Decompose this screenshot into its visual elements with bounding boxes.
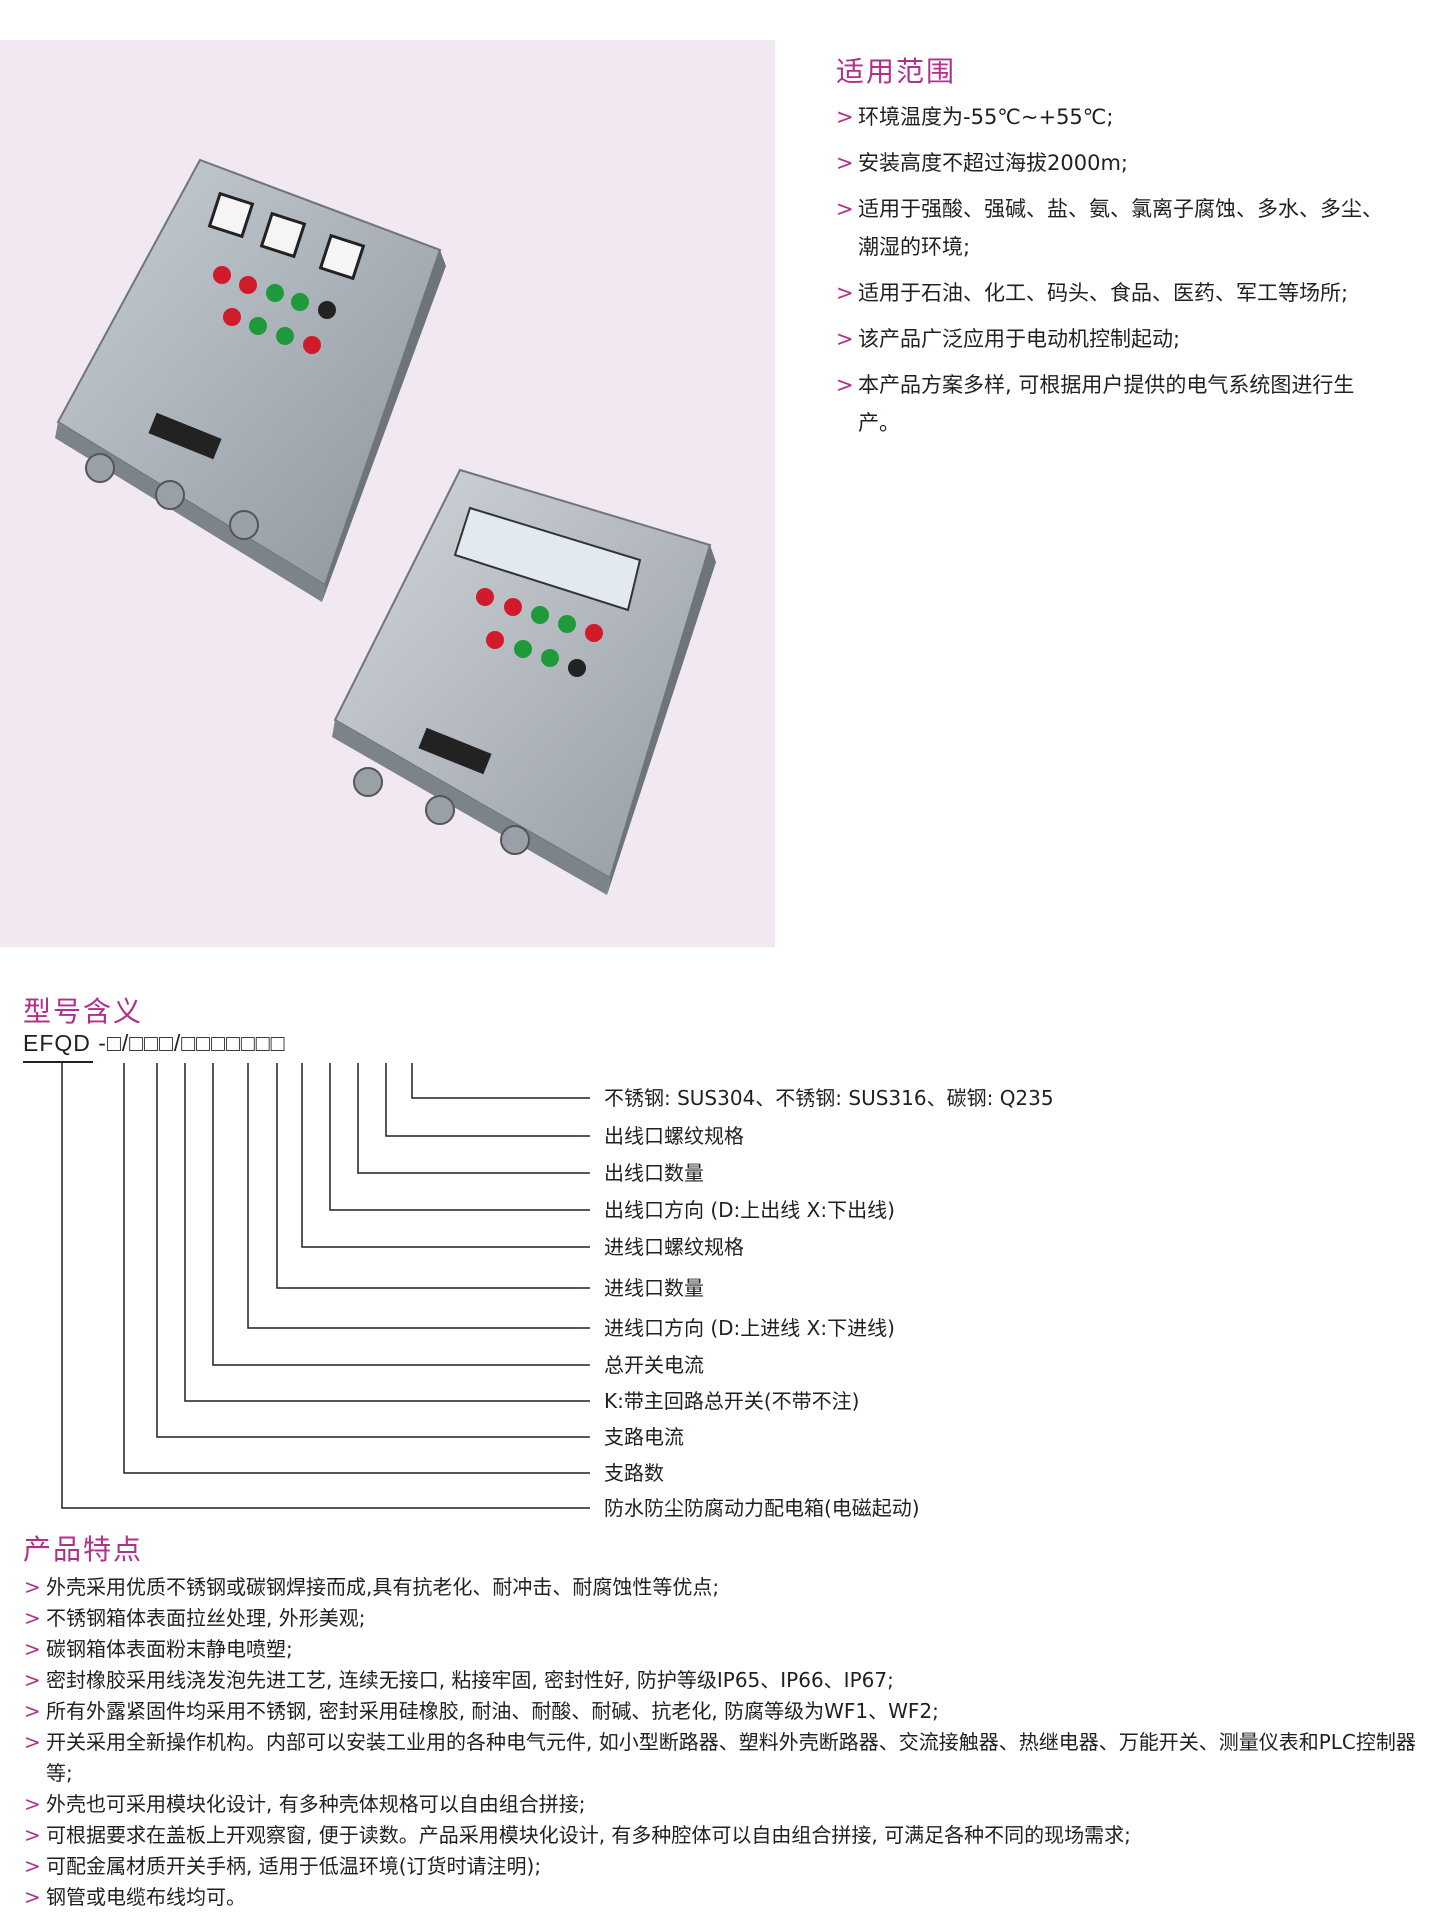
list-item: >适用于强酸、强碱、盐、氨、氯离子腐蚀、多水、多尘、潮湿的环境;	[836, 197, 1383, 259]
legend-outlet-count: 出线口数量	[604, 1161, 704, 1185]
features-title: 产品特点	[23, 1533, 144, 1566]
list-item: >可配金属材质开关手柄, 适用于低温环境(订货时请注明);	[24, 1854, 542, 1878]
model-code-underline	[23, 1061, 93, 1063]
legend-branch-current: 支路电流	[604, 1425, 684, 1449]
list-item: >开关采用全新操作机构。内部可以安装工业用的各种电气元件, 如小型断路器、塑料外…	[24, 1730, 1416, 1785]
legend-outlet-thread: 出线口螺纹规格	[604, 1124, 744, 1148]
legend-branch-count: 支路数	[604, 1461, 664, 1485]
list-item: >碳钢箱体表面粉末静电喷塑;	[24, 1637, 293, 1661]
list-item: >钢管或电缆布线均可。	[24, 1885, 246, 1909]
model-code: EFQD -□/□□□/□□□□□□□	[23, 1030, 286, 1056]
legend-product-name: 防水防尘防腐动力配电箱(电磁起动)	[604, 1496, 920, 1520]
list-item: >可根据要求在盖板上开观察窗, 便于读数。产品采用模块化设计, 有多种腔体可以自…	[24, 1823, 1131, 1847]
list-item: >本产品方案多样, 可根据用户提供的电气系统图进行生产。	[836, 373, 1355, 435]
legend-inlet-direction: 进线口方向 (D:上进线 X:下进线)	[604, 1316, 895, 1340]
list-item: >安装高度不超过海拔2000m;	[836, 151, 1128, 175]
list-item: >所有外露紧固件均采用不锈钢, 密封采用硅橡胶, 耐油、耐酸、耐碱、抗老化, 防…	[24, 1699, 939, 1723]
legend-main-switch-current: 总开关电流	[604, 1353, 704, 1377]
scope-title: 适用范围	[836, 55, 957, 88]
legend-inlet-thread: 进线口螺纹规格	[604, 1235, 744, 1259]
list-item: >适用于石油、化工、码头、食品、医药、军工等场所;	[836, 281, 1349, 305]
list-item: >外壳采用优质不锈钢或碳钢焊接而成,具有抗老化、耐冲击、耐腐蚀性等优点;	[24, 1575, 720, 1599]
list-item: >不锈钢箱体表面拉丝处理, 外形美观;	[24, 1606, 366, 1630]
enclosure-illustration	[55, 158, 716, 895]
list-item: >密封橡胶采用线浇发泡先进工艺, 连续无接口, 粘接牢固, 密封性好, 防护等级…	[24, 1668, 894, 1692]
legend-outlet-direction: 出线口方向 (D:上出线 X:下出线)	[604, 1198, 895, 1222]
legend-main-switch-option: K:带主回路总开关(不带不注)	[604, 1389, 860, 1413]
legend-inlet-count: 进线口数量	[604, 1276, 704, 1300]
list-item: >环境温度为-55℃~+55℃;	[836, 105, 1114, 129]
scope-list: >环境温度为-55℃~+55℃; >安装高度不超过海拔2000m; >适用于强酸…	[836, 98, 1396, 450]
enclosure-with-window	[332, 468, 716, 895]
legend-material: 不锈钢: SUS304、不锈钢: SUS316、碳钢: Q235	[604, 1086, 1054, 1110]
enclosure-with-switches	[55, 158, 446, 602]
list-item: >外壳也可采用模块化设计, 有多种壳体规格可以自由组合拼接;	[24, 1792, 586, 1816]
list-item: > 该产品广泛应用于电动机控制起动;	[836, 327, 1181, 351]
model-title: 型号含义	[23, 995, 144, 1028]
features-list: >外壳采用优质不锈钢或碳钢焊接而成,具有抗老化、耐冲击、耐腐蚀性等优点; >不锈…	[24, 1572, 1424, 1913]
product-photo	[0, 40, 775, 947]
